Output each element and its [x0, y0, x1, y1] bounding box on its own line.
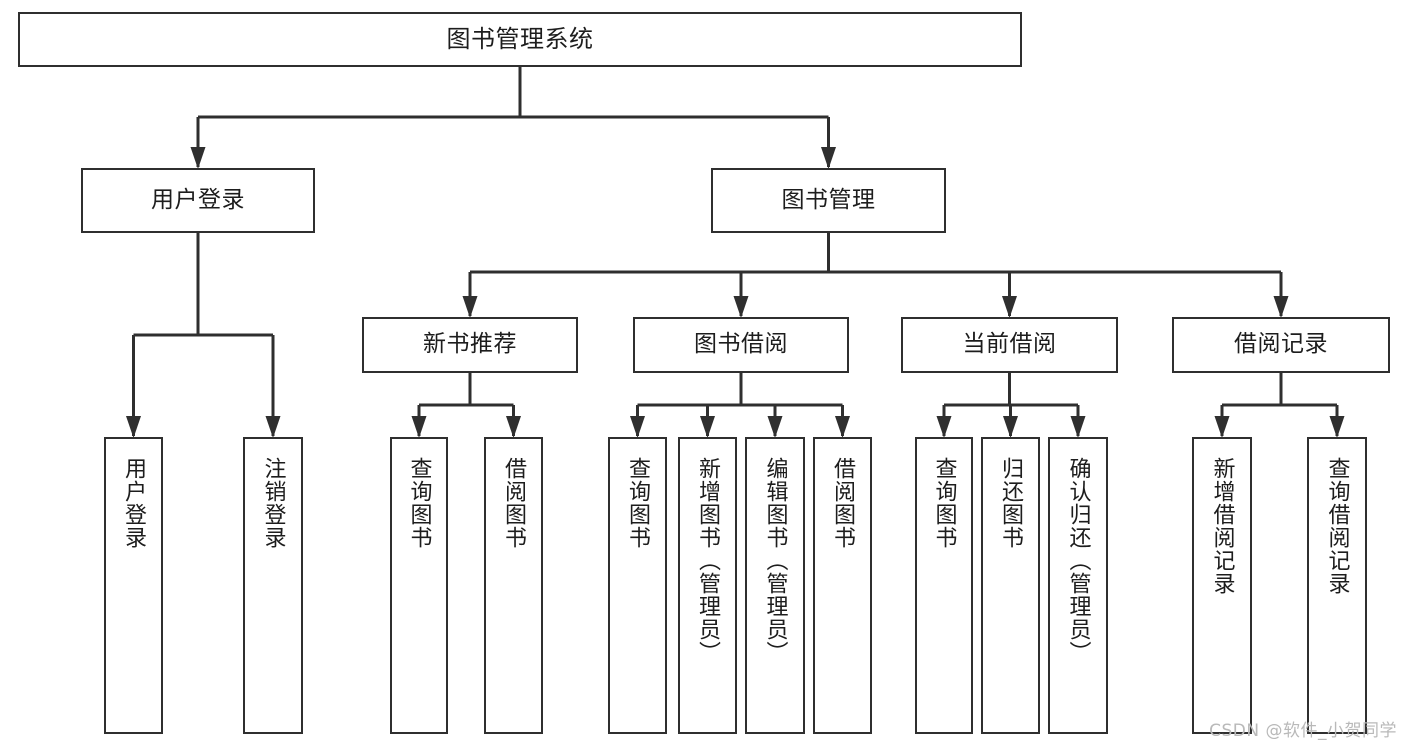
node-leaf-add-book[interactable]: 新增图书（管理员） [678, 437, 737, 734]
node-leaf-query-book-1[interactable]: 查询图书 [390, 437, 448, 734]
node-leaf-return-book[interactable]: 归还图书 [981, 437, 1040, 734]
node-label: 新书推荐 [423, 331, 517, 358]
node-leaf-borrow-book-2[interactable]: 借阅图书 [813, 437, 872, 734]
node-leaf-user-logout[interactable]: 注销登录 [243, 437, 303, 734]
node-leaf-add-record[interactable]: 新增借阅记录 [1192, 437, 1252, 734]
node-leaf-query-record[interactable]: 查询借阅记录 [1307, 437, 1367, 734]
node-label: 查询借阅记录 [1324, 457, 1350, 595]
node-label: 图书管理系统 [446, 25, 594, 54]
node-label: 确认归还（管理员） [1065, 457, 1091, 664]
node-leaf-borrow-book-1[interactable]: 借阅图书 [484, 437, 543, 734]
node-label: 当前借阅 [962, 331, 1057, 358]
node-new-book-rec[interactable]: 新书推荐 [362, 317, 578, 373]
node-label: 用户登录 [121, 457, 147, 549]
node-book-borrow[interactable]: 图书借阅 [633, 317, 849, 373]
node-root[interactable]: 图书管理系统 [18, 12, 1022, 67]
node-leaf-edit-book[interactable]: 编辑图书（管理员） [745, 437, 805, 734]
node-leaf-query-book-2[interactable]: 查询图书 [608, 437, 667, 734]
node-label: 归还图书 [998, 457, 1024, 549]
node-user-login[interactable]: 用户登录 [81, 168, 315, 233]
node-label: 用户登录 [151, 186, 245, 213]
node-leaf-confirm-return[interactable]: 确认归还（管理员） [1048, 437, 1108, 734]
node-label: 新增图书（管理员） [695, 457, 721, 664]
node-leaf-user-login[interactable]: 用户登录 [104, 437, 163, 734]
node-label: 借阅记录 [1234, 331, 1328, 358]
watermark: CSDN @软件_小贺同学 [1209, 721, 1397, 741]
node-label: 编辑图书（管理员） [762, 457, 788, 664]
node-label: 注销登录 [260, 457, 286, 549]
node-label: 查询图书 [406, 457, 432, 549]
node-leaf-query-book-3[interactable]: 查询图书 [915, 437, 973, 734]
node-current-borrow[interactable]: 当前借阅 [901, 317, 1118, 373]
node-label: 借阅图书 [830, 457, 856, 549]
node-label: 图书借阅 [694, 331, 788, 358]
node-label: 借阅图书 [501, 457, 527, 549]
node-book-manage[interactable]: 图书管理 [711, 168, 946, 233]
node-label: 查询图书 [931, 457, 957, 549]
node-borrow-record[interactable]: 借阅记录 [1172, 317, 1390, 373]
node-label: 新增借阅记录 [1209, 457, 1235, 595]
node-label: 图书管理 [781, 186, 876, 213]
node-label: 查询图书 [625, 457, 651, 549]
